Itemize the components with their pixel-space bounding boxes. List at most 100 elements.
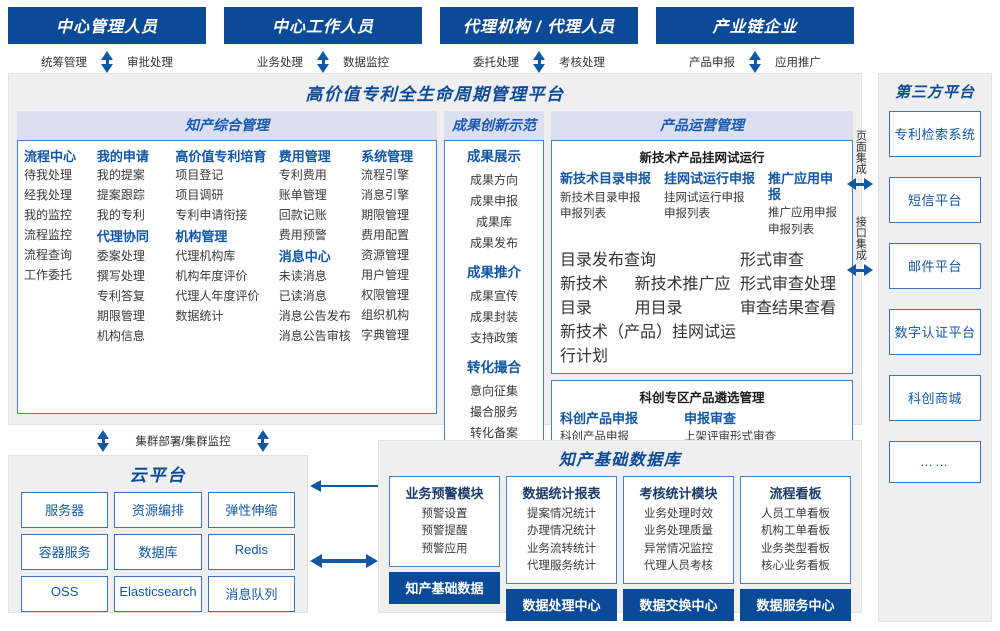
menu-item[interactable]: 申报列表 [664,208,710,221]
menu-item[interactable]: 转化备案 [469,425,518,440]
database-footer-service-center[interactable]: 数据服务中心 [740,589,851,621]
database-item[interactable]: 业务处理质量 [644,525,713,538]
role-action-label: 统筹管理 [41,57,87,69]
menu-item[interactable]: 回款记账 [278,208,327,223]
role-title-0[interactable]: 中心管理人员 [8,7,206,44]
third-party-item-more[interactable]: …… [889,441,981,483]
menu-item[interactable]: 申报列表 [560,208,606,221]
menu-item[interactable]: 支持政策 [469,330,518,345]
menu-item[interactable]: 流程查询 [24,248,73,263]
cloud-cell-message-queue[interactable]: 消息队列 [207,576,295,612]
third-party-item-sms[interactable]: 短信平台 [889,177,981,223]
database-item[interactable]: 核心业务看板 [761,559,830,572]
menu-item[interactable]: 成果库 [475,214,512,229]
menu-item[interactable]: 我的提案 [96,168,145,183]
database-item[interactable]: 预警提醒 [421,525,468,538]
cloud-cell-server[interactable]: 服务器 [21,492,109,528]
menu-item[interactable]: 专利答复 [96,288,145,303]
menu-item[interactable]: 形式审查处理 [740,275,837,293]
menu-item[interactable]: 推广应用申报 [768,207,837,220]
cloud-cell-elasticsearch[interactable]: Elasticsearch [114,576,202,612]
database-item[interactable]: 提案情况统计 [527,508,596,520]
menu-item[interactable]: 挂网试运行申报 [664,191,745,204]
menu-item[interactable]: 字典管理 [361,328,410,343]
menu-item[interactable]: 新技术目录 [560,275,609,317]
cloud-cell-oss[interactable]: OSS [21,576,109,612]
database-footer-processing-center[interactable]: 数据处理中心 [506,589,617,621]
menu-item[interactable]: 已读消息 [278,288,327,303]
menu-item[interactable]: 消息公告审核 [278,328,351,343]
menu-item[interactable]: 消息引擎 [361,188,410,203]
database-footer-exchange-center[interactable]: 数据交换中心 [623,589,734,621]
menu-item[interactable]: 经我处理 [24,188,73,203]
menu-item[interactable]: 成果发布 [469,235,518,250]
menu-item[interactable]: 机构信息 [96,328,145,343]
menu-item[interactable]: 代理人年度评价 [175,288,260,303]
menu-item[interactable]: 成果申报 [469,193,518,208]
menu-item[interactable]: 期限管理 [96,308,145,323]
menu-item[interactable]: 组织机构 [361,308,410,323]
database-item[interactable]: 预警应用 [421,542,468,555]
database-item[interactable]: 代理人员考核 [644,559,713,572]
database-item[interactable]: 办理情况统计 [527,525,596,538]
menu-item[interactable]: 资源管理 [361,248,410,263]
database-item[interactable]: 人员工单看板 [761,508,830,520]
menu-item[interactable]: 我的专利 [96,208,145,223]
menu-item[interactable]: 消息公告发布 [278,308,351,323]
menu-item[interactable]: 新技术（产品）挂网试运行计划 [560,323,737,365]
menu-item[interactable]: 新技术推广应用目录 [634,275,731,317]
cloud-cell-container[interactable]: 容器服务 [21,534,109,570]
menu-item[interactable]: 申报列表 [768,223,814,236]
database-item[interactable]: 机构工单看板 [761,525,830,538]
menu-item[interactable]: 账单管理 [278,188,327,203]
third-party-item-patent-search[interactable]: 专利检索系统 [889,111,981,157]
cloud-cell-orchestration[interactable]: 资源编排 [114,492,202,528]
menu-item[interactable]: 待我处理 [24,168,73,183]
database-item[interactable]: 业务处理时效 [644,508,713,520]
cloud-cell-database[interactable]: 数据库 [114,534,202,570]
menu-item[interactable]: 审查结果查看 [740,299,837,317]
menu-item[interactable]: 撮合服务 [469,404,518,419]
database-item[interactable]: 预警设置 [421,508,468,520]
menu-item[interactable]: 委案处理 [96,248,145,263]
menu-item[interactable]: 工作委托 [24,268,73,283]
menu-item[interactable]: 提案跟踪 [96,188,145,203]
database-item[interactable]: 异常情况监控 [644,542,713,555]
menu-item[interactable]: 我的监控 [24,208,73,223]
database-item[interactable]: 业务类型看板 [761,542,830,555]
menu-item[interactable]: 机构年度评价 [175,268,248,283]
menu-item[interactable]: 流程引擎 [361,168,410,183]
third-party-item-digital-cert[interactable]: 数字认证平台 [889,309,981,355]
cloud-cell-autoscaling[interactable]: 弹性伸缩 [207,492,295,528]
menu-item[interactable]: 费用预警 [278,228,327,243]
menu-item[interactable]: 流程监控 [24,228,73,243]
menu-item[interactable]: 未读消息 [278,268,327,283]
database-item[interactable]: 代理服务统计 [527,559,596,572]
menu-item[interactable]: 成果方向 [469,172,518,187]
cloud-cell-redis[interactable]: Redis [207,534,295,570]
menu-item[interactable]: 费用配置 [361,228,410,243]
third-party-item-email[interactable]: 邮件平台 [889,243,981,289]
role-title-2[interactable]: 代理机构 / 代理人员 [440,7,638,44]
menu-item[interactable]: 数据统计 [175,308,224,323]
menu-item[interactable]: 用户管理 [361,268,410,283]
menu-item[interactable]: 专利申请衔接 [175,208,248,223]
menu-item[interactable]: 代理机构库 [175,248,236,263]
database-item[interactable]: 业务流转统计 [527,542,596,555]
subcolumn-trial-declaration: 挂网试运行申报 挂网试运行申报 申报列表 [664,171,768,239]
menu-item[interactable]: 成果封装 [469,309,518,324]
menu-item[interactable]: 意向征集 [469,383,518,398]
menu-item[interactable]: 成果宣传 [469,288,518,303]
menu-item[interactable]: 项目登记 [175,168,224,183]
role-title-1[interactable]: 中心工作人员 [224,7,422,44]
menu-item[interactable]: 项目调研 [175,188,224,203]
menu-item[interactable]: 期限管理 [361,208,410,223]
menu-item[interactable]: 权限管理 [361,288,410,303]
database-footer-basic-data[interactable]: 知产基础数据 [389,571,500,604]
menu-item[interactable]: 撰写处理 [96,268,145,283]
role-actions-2: 委托处理 考核处理 [440,44,638,73]
menu-item[interactable]: 新技术目录申报 [560,191,641,204]
third-party-item-innovation-mall[interactable]: 科创商城 [889,375,981,421]
menu-item[interactable]: 专利费用 [278,168,327,183]
role-title-3[interactable]: 产业链企业 [656,7,854,44]
